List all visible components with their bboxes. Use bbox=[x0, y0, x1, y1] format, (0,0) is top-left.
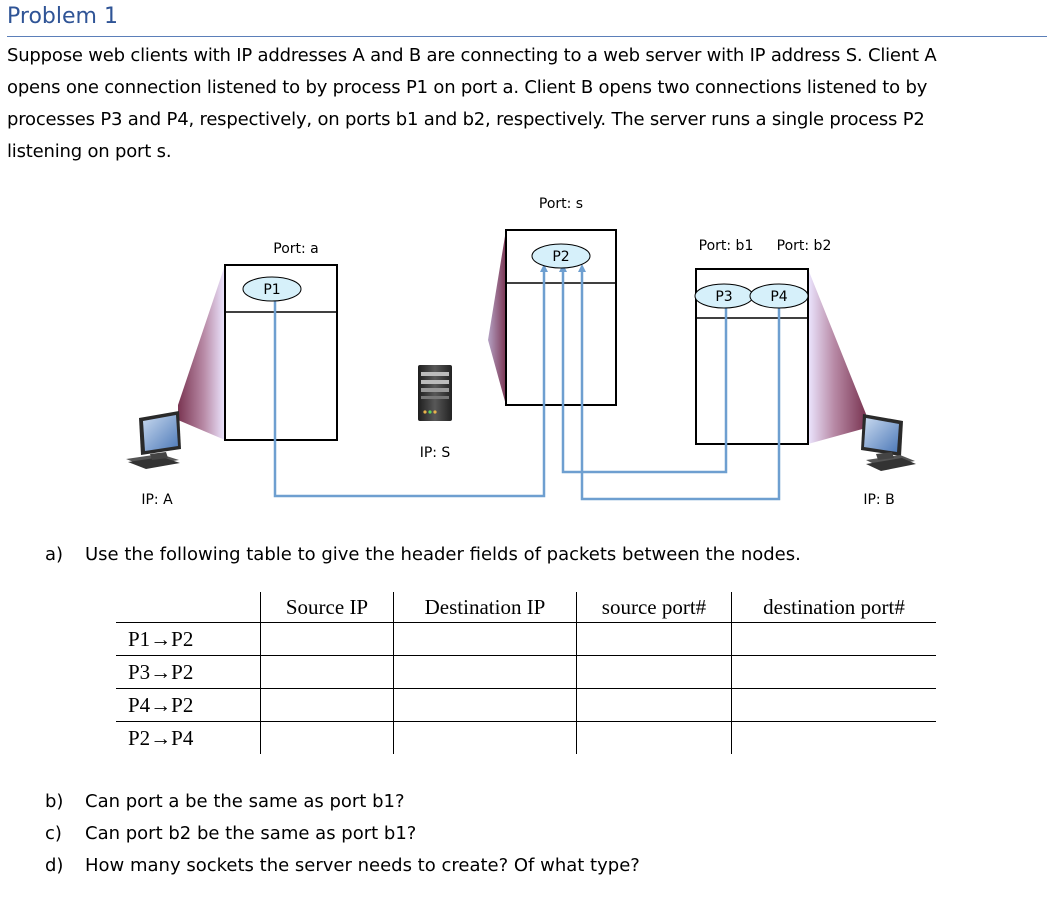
server-view-beam bbox=[488, 230, 506, 405]
question-a-marker: a) bbox=[45, 544, 64, 565]
packet-header-table: Source IP Destination IP source port# de… bbox=[116, 592, 936, 754]
question-a-text: Use the following table to give the head… bbox=[85, 544, 801, 565]
desktop-computer-icon bbox=[126, 411, 181, 469]
process-p3: P3 bbox=[694, 283, 754, 309]
question-marker: b) bbox=[45, 791, 64, 812]
link-p1-p2 bbox=[273, 268, 546, 498]
col-source-port: source port# bbox=[576, 592, 732, 623]
link-p4-p2 bbox=[580, 268, 781, 501]
desktop-computer-icon bbox=[861, 414, 916, 471]
ip-s-label: IP: S bbox=[420, 445, 451, 461]
process-p4: P4 bbox=[749, 283, 809, 309]
table-cell bbox=[260, 688, 394, 722]
row-label: P2→P4 bbox=[128, 725, 194, 750]
question-a: a) Use the following table to give the he… bbox=[45, 544, 801, 565]
problem-statement: Suppose web clients with IP addresses A … bbox=[7, 40, 1047, 168]
row-label: P3→P2 bbox=[116, 655, 261, 689]
table-row: P1→P2 bbox=[116, 622, 936, 656]
question-text: Can port b2 be the same as port b1? bbox=[85, 823, 417, 844]
table-row: P2→P4 bbox=[116, 721, 936, 754]
table-cell bbox=[731, 622, 936, 656]
ip-a-label: IP: A bbox=[141, 492, 173, 508]
question-text: Can port a be the same as port b1? bbox=[85, 791, 405, 812]
process-p3-label: P3 bbox=[715, 289, 732, 305]
intro-line: listening on port s. bbox=[7, 141, 172, 162]
process-p4-label: P4 bbox=[770, 289, 787, 305]
col-source-ip: Source IP bbox=[260, 592, 394, 623]
problem-heading: Problem 1 bbox=[7, 4, 118, 29]
table-row: P4→P2 bbox=[116, 688, 936, 722]
arrowhead bbox=[540, 264, 548, 272]
table-row: P3→P2 bbox=[116, 655, 936, 689]
table-cell bbox=[393, 721, 577, 754]
table-cell bbox=[260, 655, 394, 689]
table-cell bbox=[393, 655, 577, 689]
table-cell bbox=[576, 688, 732, 722]
ip-b-label: IP: B bbox=[863, 492, 894, 508]
row-label: P4→P2 bbox=[116, 688, 261, 722]
process-p1: P1 bbox=[242, 276, 302, 302]
intro-line: Suppose web clients with IP addresses A … bbox=[7, 45, 937, 66]
row-label: P1→P2 bbox=[116, 622, 261, 656]
table-cell bbox=[576, 655, 732, 689]
port-b1-label: Port: b1 bbox=[699, 238, 754, 254]
question-marker: d) bbox=[45, 855, 64, 876]
table-cell bbox=[393, 688, 577, 722]
port-b2-label: Port: b2 bbox=[777, 238, 832, 254]
table-cell bbox=[393, 622, 577, 656]
port-a-label: Port: a bbox=[273, 241, 319, 257]
table-cell bbox=[731, 688, 936, 722]
table-cell bbox=[260, 721, 394, 754]
server-tower-icon bbox=[418, 365, 452, 421]
question-c: c) Can port b2 be the same as port b1? bbox=[45, 818, 640, 850]
intro-line: opens one connection listened to by proc… bbox=[7, 77, 928, 98]
intro-line: processes P3 and P4, respectively, on po… bbox=[7, 109, 925, 130]
heading-underline bbox=[7, 36, 1047, 37]
host-a-view-beam bbox=[178, 265, 225, 440]
table-cell bbox=[731, 721, 936, 754]
process-p1-label: P1 bbox=[263, 282, 280, 298]
table-cell bbox=[731, 655, 936, 689]
question-text: How many sockets the server needs to cre… bbox=[85, 855, 640, 876]
table-cell bbox=[576, 721, 732, 754]
table-cell bbox=[576, 622, 732, 656]
table-header-row: Source IP Destination IP source port# de… bbox=[116, 592, 936, 623]
arrowhead bbox=[578, 264, 586, 272]
table-cell bbox=[260, 622, 394, 656]
question-marker: c) bbox=[45, 823, 62, 844]
link-p3-p2 bbox=[561, 268, 728, 474]
col-destination-port: destination port# bbox=[731, 592, 936, 623]
process-p2: P2 bbox=[531, 243, 591, 269]
port-s-label: Port: s bbox=[539, 196, 583, 212]
col-destination-ip: Destination IP bbox=[393, 592, 577, 623]
question-d: d) How many sockets the server needs to c… bbox=[45, 850, 640, 882]
host-b-view-beam bbox=[808, 269, 866, 444]
process-p2-label: P2 bbox=[552, 249, 569, 265]
question-b: b) Can port a be the same as port b1? bbox=[45, 786, 640, 818]
follow-up-questions: b) Can port a be the same as port b1? c) C… bbox=[45, 786, 640, 882]
table-corner-cell bbox=[116, 592, 261, 623]
